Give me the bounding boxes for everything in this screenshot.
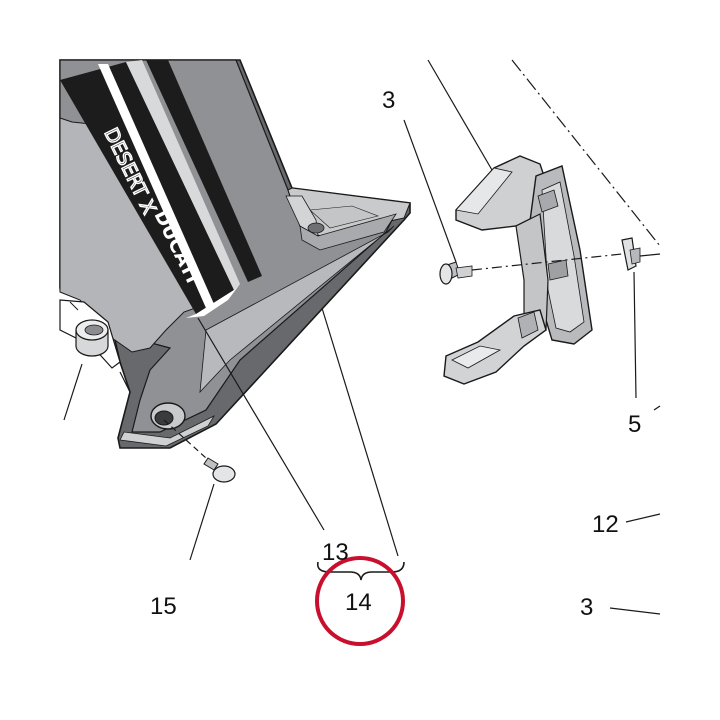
mounting-bracket [443, 155, 593, 385]
callout-3-bottom: 3 [580, 594, 593, 621]
callout-labels: 3 5 12 3 13 14 15 [150, 87, 641, 621]
callout-3-top: 3 [382, 87, 395, 114]
callout-12: 12 [592, 511, 619, 538]
callout-15: 15 [150, 593, 177, 620]
callout-14: 14 [345, 589, 372, 616]
screw-part-3 [403, 119, 623, 285]
group-brace [316, 561, 405, 581]
leader-lines [197, 59, 661, 615]
callout-5: 5 [628, 411, 641, 438]
clip-part-5 [621, 237, 661, 399]
callout-13: 13 [322, 539, 349, 566]
highlight-circle [315, 556, 405, 646]
stripe-decal [60, 60, 262, 318]
grommet-part [63, 301, 109, 421]
screw-part-15 [163, 419, 236, 561]
